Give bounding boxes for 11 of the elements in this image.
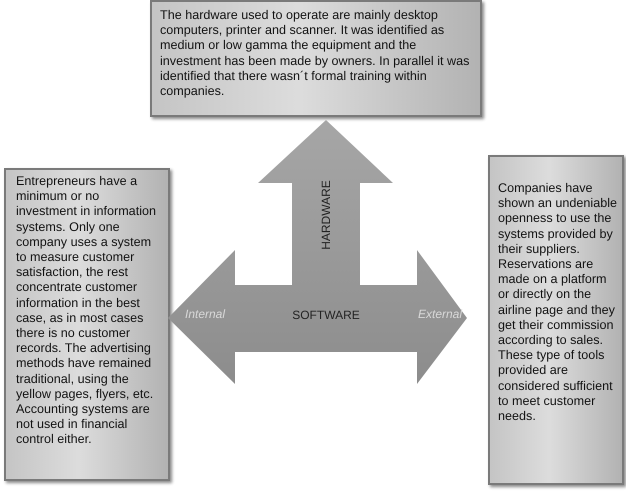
text-box [488,155,624,485]
text-box [4,168,170,481]
arrow-label: External [418,307,462,321]
description-text: Entrepreneurs have a minimum or no investment in information systems. Only one company uses a system to measure customer satisfaction, the rest concentrate customer information in the best case, as in most cases there is no customer records. The advertising methods have remained traditional, using the yellow pages, flyers, etc. Accounting systems are not used in financial control either. [16,174,156,448]
arrow-label: SOFTWARE [292,308,360,322]
text-box [150,0,482,117]
arrow-label: HARDWARE [319,180,333,250]
description-text: Companies have shown an undeniable openness to use the systems provided by their suppliers. Reservations are made on a platform or directly on the airline page and they get their commission according to sales. These type of tools provided are considered sufficient to meet customer needs. [498,181,618,424]
description-text: The hardware used to operate are mainly desktop computers, printer and scanner. It was identified as medium or low gamma the equipment and the investment has been made by owners. In parallel it was identified that there wasn´t formal training within companies. [160,8,470,100]
arrow-label: Internal [184,307,226,321]
three-way-arrow-shape [168,120,467,384]
